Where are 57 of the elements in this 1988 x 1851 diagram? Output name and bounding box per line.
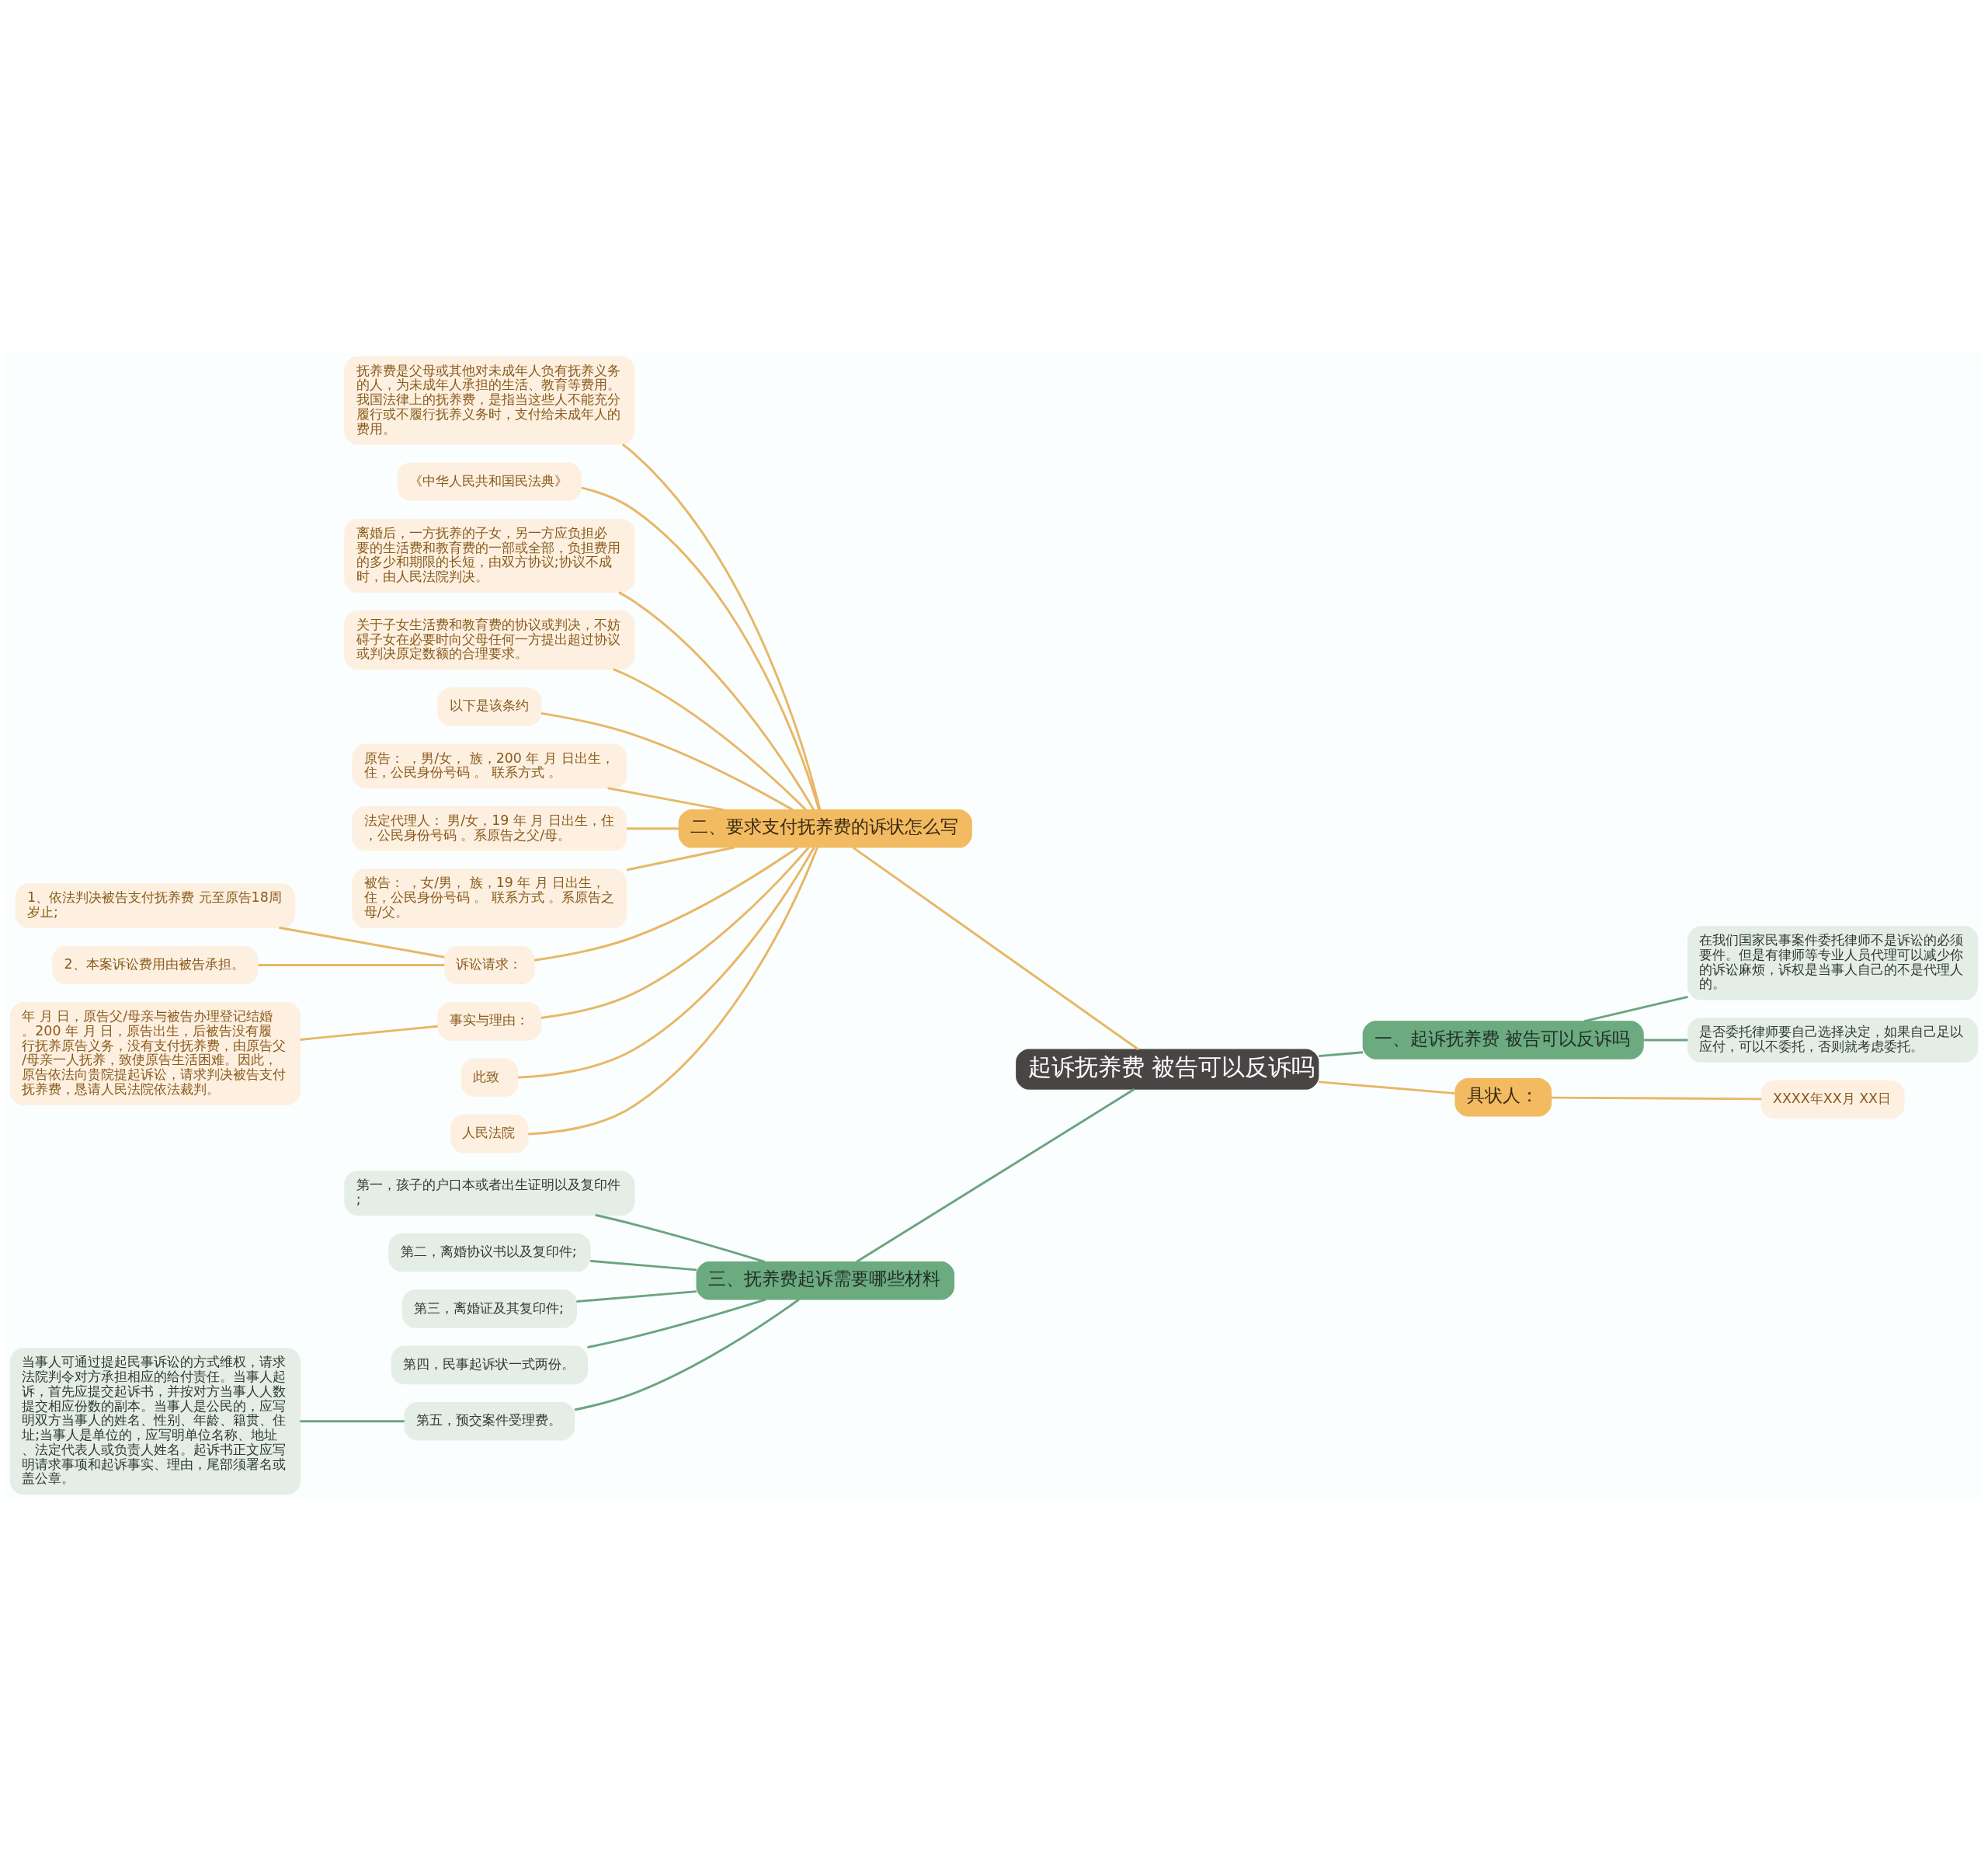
connector [618, 591, 815, 811]
connector [533, 846, 798, 962]
node-box: 当事人可通过提起民事诉讼的方式维权，请求法院判令对方承担相应的给付责任。当事人起诉，首先应提交起诉书，并按对方当事人人数提交相应份数的副本。当事人是公民的，应写明双方当事人的姓名、性别、年龄、籍贯、住址;当事人是单位的，应写明单位名称、地址、法定代表人或负责人姓名。起诉书正文应写明请求事项和起诉事实、理由，尾部须署名或盖公章。 [9, 1348, 301, 1495]
node-box: 法定代理人： 男/女，19 年 月 日出生，住，公民身份号码 。系原告之父/母。 [352, 805, 627, 851]
node-box: 第五，预交案件受理费。 [404, 1401, 575, 1441]
node-box: 人民法院 [450, 1114, 529, 1153]
connector [574, 1298, 800, 1411]
node-box: 诉讼请求： [444, 945, 535, 985]
connector [528, 847, 818, 1136]
connector [607, 787, 725, 812]
connector [595, 1213, 766, 1263]
connector [540, 847, 810, 1019]
connector [300, 1420, 405, 1423]
node-box: 关于子女生活费和教育费的协议或判决，不妨碍子女在必要时向父母任何一方提出超过协议或判决原定数额的合理要求。 [344, 610, 635, 670]
node-box: 原告： ，男/女， 族，200 年 月 日出生，住，公民身份号码 。 联系方式 。 [352, 743, 627, 789]
connector [626, 846, 735, 872]
connector [856, 1087, 1135, 1263]
connector [589, 1259, 697, 1272]
connector [621, 443, 822, 810]
connector [517, 847, 815, 1079]
connector [540, 712, 794, 811]
node-box: 第一，孩子的户口本或者出生证明以及复印件; [344, 1171, 635, 1216]
node-box: 此致 [461, 1058, 519, 1098]
node-box: XXXX年XX月 XX日 [1760, 1080, 1905, 1119]
node-box: 二、要求支付抚养费的诉状怎么写 [678, 809, 972, 848]
connector [613, 668, 807, 811]
connector [1643, 1039, 1688, 1042]
node-box: 事实与理由： [437, 1002, 542, 1041]
connector [279, 926, 445, 959]
node-box: 具状人： [1455, 1077, 1552, 1117]
node-box: 三、抚养费起诉需要哪些材料 [696, 1261, 955, 1300]
connector [587, 1298, 766, 1349]
node-box: 起诉抚养费 被告可以反诉吗 [1016, 1049, 1319, 1090]
connector [1319, 1051, 1364, 1058]
connector [1583, 995, 1688, 1023]
node-box: 《中华人民共和国民法典》 [397, 462, 582, 502]
node-box: 在我们国家民事案件委托律师不是诉讼的必须要件。但是有律师等专业人员代理可以减少你的诉讼麻烦，诉权是当事人自己的不是代理人的。 [1687, 926, 1979, 1000]
node-box: 一、起诉抚养费 被告可以反诉吗 [1362, 1021, 1644, 1059]
node-box: 第四，民事起诉状一式两份。 [391, 1345, 589, 1385]
node-box: 被告： ，女/男， 族，19 年 月 日出生，住，公民身份号码 。 联系方式 。系原告之母/父。 [352, 868, 627, 928]
node-box: 以下是该条约 [437, 687, 542, 726]
connector [581, 486, 821, 810]
node-box: 是否委托律师要自己选择决定，如果自己足以应付，可以不委托，否则就考虑委托。 [1687, 1018, 1979, 1063]
node-box: 年 月 日，原告父/母亲与被告办理登记结婚。200 年 月 日，原告出生，后被告没有履行抚养原告义务，没有支付抚养费，由原告父/母亲一人抚养，致使原告生活困难。因此，原告依法向贵院提起诉讼，请求判决被告支付抚养费，恳请人民法院依法裁判。 [9, 1002, 301, 1105]
node-box: 抚养费是父母或其他对未成年人负有抚养义务的人，为未成年人承担的生活、教育等费用。我国法律上的抚养费，是指当这些人不能充分履行或不履行抚养义务时，支付给未成年人的费用。 [344, 356, 635, 445]
connector [300, 1025, 438, 1041]
node-box: 1、依法判决被告支付抚养费 元至原告18周岁止; [15, 883, 296, 928]
connector [1551, 1096, 1762, 1101]
connector [627, 827, 679, 830]
connector [576, 1290, 697, 1303]
connector [1319, 1080, 1455, 1095]
node-box: 第三，离婚证及其复印件; [401, 1289, 577, 1328]
node-box: 离婚后，一方抚养的子女，另一方应负担必要的生活费和教育费的一部或全部，负担费用的多少和期限的长短，由双方协议;协议不成时，由人民法院判决。 [344, 518, 635, 593]
connector [258, 963, 445, 966]
node-box: 第二，离婚协议书以及复印件; [388, 1233, 591, 1272]
connector [852, 846, 1139, 1051]
node-box: 2、本案诉讼费用由被告承担。 [52, 945, 259, 985]
